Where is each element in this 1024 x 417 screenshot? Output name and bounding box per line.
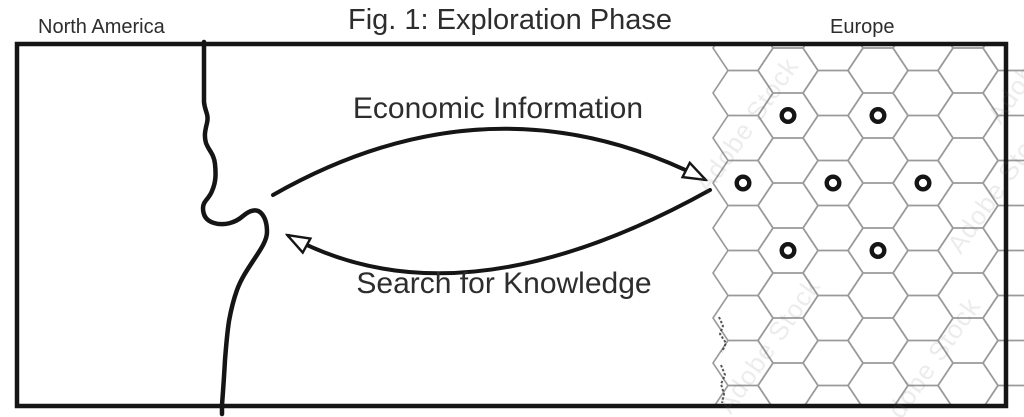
hex-cell [847, 317, 909, 364]
settlement-markers [734, 106, 932, 259]
hex-cell [804, 384, 862, 405]
hex-cell [712, 159, 774, 207]
hex-cell [770, 45, 806, 49]
hex-cell [802, 114, 864, 162]
search-for-knowledge-label: Search for Knowledge [356, 267, 652, 300]
settlement-marker [914, 174, 932, 192]
hex-cell [937, 182, 999, 229]
hex-cell [892, 339, 954, 387]
hex-cell [757, 47, 819, 94]
hex-cell [848, 408, 908, 417]
hex-cell [892, 294, 954, 342]
hex-cell [892, 159, 954, 207]
hex-cell [757, 92, 819, 139]
europe-label: Europe [830, 16, 895, 38]
settlement-marker [869, 241, 887, 259]
economic-information-label: Economic Information [352, 92, 644, 125]
hex-cell [847, 272, 909, 319]
figure-title: Fig. 1: Exploration Phase [348, 4, 673, 36]
north-america-coastline [200, 39, 270, 417]
hex-cell [982, 249, 1024, 297]
hex-cell [892, 114, 954, 162]
hex-cell [712, 339, 774, 387]
hex-cell [982, 339, 1024, 387]
hex-cell [892, 204, 954, 252]
hex-cell [892, 249, 954, 297]
hex-cell [938, 408, 998, 417]
hex-cell [758, 408, 818, 417]
hex-cell [937, 227, 999, 274]
hex-cell [757, 137, 819, 184]
hex-cell [712, 204, 774, 252]
hex-cell [892, 45, 954, 72]
hex-cell [982, 204, 1024, 252]
hex-cell [847, 92, 909, 139]
hex-cell [937, 317, 999, 364]
outer-box-border [14, 41, 1009, 409]
hex-cell [712, 45, 774, 72]
settlement-marker [779, 241, 797, 259]
hex-cell [892, 69, 954, 117]
hex-cell [937, 92, 999, 139]
hex-cell [712, 114, 774, 162]
europe-coast-marks [718, 316, 728, 404]
hex-cell [714, 384, 772, 405]
hex-cell [982, 294, 1024, 342]
hex-cell [757, 362, 819, 405]
hex-grid [712, 45, 1024, 417]
north-america-label: North America [38, 16, 165, 38]
hex-cell [847, 227, 909, 274]
hex-cell [802, 204, 864, 252]
settlement-marker [734, 174, 752, 192]
hex-cell [802, 294, 864, 342]
hex-cell [847, 137, 909, 184]
search-for-knowledge-arrow [289, 188, 712, 276]
hex-cell [802, 69, 864, 117]
settlement-marker [869, 106, 887, 124]
settlement-marker [779, 106, 797, 124]
hex-cell [847, 362, 909, 405]
hex-cell [982, 45, 1024, 72]
hex-cell [984, 384, 1024, 405]
hex-cell [802, 159, 864, 207]
hex-cell [712, 249, 774, 297]
hex-cell [894, 384, 952, 405]
hex-cell [802, 339, 864, 387]
hex-cell [937, 362, 999, 405]
hex-cell [982, 159, 1024, 207]
hex-cell [847, 47, 909, 94]
hex-cell [937, 272, 999, 319]
hex-cell [757, 182, 819, 229]
hex-cell [982, 114, 1024, 162]
hex-cell [937, 47, 999, 94]
hex-cell [757, 227, 819, 274]
hex-cell [982, 69, 1024, 117]
hex-cell [847, 182, 909, 229]
hex-cell [757, 317, 819, 364]
hex-cell [937, 137, 999, 184]
hex-cell [802, 249, 864, 297]
hex-cell [712, 294, 774, 342]
settlement-marker [824, 174, 842, 192]
hex-cell [712, 69, 774, 117]
economic-information-arrow [271, 126, 704, 197]
hex-cell [757, 272, 819, 319]
hex-cell [950, 45, 986, 49]
